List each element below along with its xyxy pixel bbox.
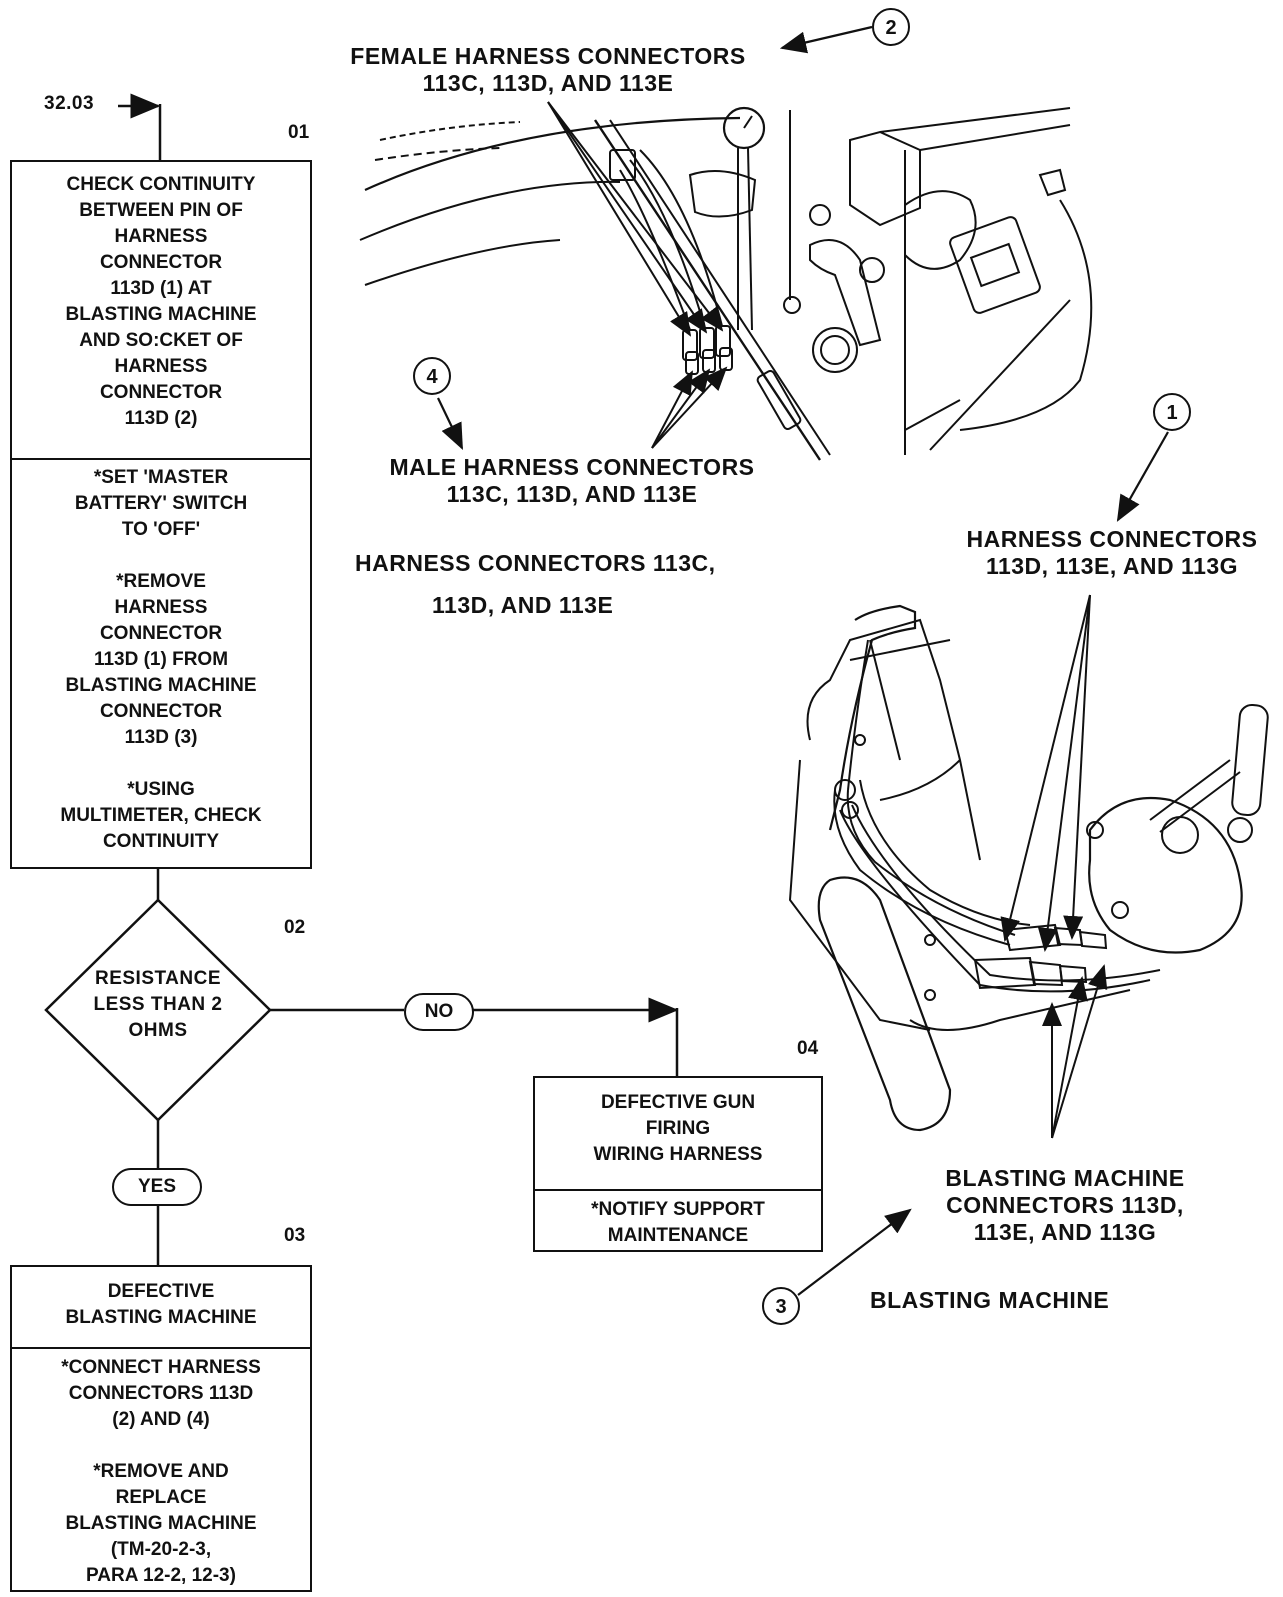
- entry-arrow: [118, 93, 162, 160]
- step-04-box: DEFECTIVE GUN FIRING WIRING HARNESS *NOT…: [533, 1076, 823, 1252]
- step-number-03: 03: [284, 1225, 306, 1246]
- blasting-machine-connectors-label: BLASTING MACHINE CONNECTORS 113D, 113E, …: [945, 1165, 1185, 1245]
- step-04-actions: *NOTIFY SUPPORT MAINTENANCE: [535, 1189, 821, 1253]
- step-03-actions: *CONNECT HARNESS CONNECTORS 113D (2) AND…: [12, 1347, 310, 1593]
- upper-caption-line2: 113D, AND 113E: [432, 592, 614, 618]
- blasting-machine-caption: BLASTING MACHINE: [870, 1287, 1110, 1313]
- step-03-box: DEFECTIVE BLASTING MACHINE *CONNECT HARN…: [10, 1265, 312, 1592]
- male-connectors-label: MALE HARNESS CONNECTORS 113C, 113D, AND …: [389, 454, 755, 507]
- entry-reference: 32.03: [44, 93, 95, 114]
- decision-text: RESISTANCE LESS THAN 2 OHMS: [93, 968, 223, 1041]
- callout-4: 4: [413, 357, 451, 395]
- female-connectors-label: FEMALE HARNESS CONNECTORS 113C, 113D, AN…: [350, 43, 746, 96]
- yes-label: YES: [112, 1168, 202, 1206]
- harness-connectors-label: HARNESS CONNECTORS 113D, 113E, AND 113G: [966, 526, 1258, 579]
- callout-1: 1: [1153, 393, 1191, 431]
- callout-3: 3: [762, 1287, 800, 1325]
- upper-caption-line1: HARNESS CONNECTORS 113C,: [355, 550, 716, 576]
- harness-connector-illustration: [359, 106, 1093, 461]
- no-label: NO: [404, 993, 474, 1031]
- step-number-02: 02: [284, 917, 306, 938]
- step-01-test: CHECK CONTINUITY BETWEEN PIN OF HARNESS …: [65, 174, 257, 429]
- callout-2: 2: [872, 8, 910, 46]
- step-03-result: DEFECTIVE BLASTING MACHINE: [65, 1281, 257, 1328]
- step-01-actions: *SET 'MASTER BATTERY' SWITCH TO 'OFF' *R…: [12, 458, 310, 859]
- step-number-04: 04: [797, 1038, 819, 1059]
- step-01-box: CHECK CONTINUITY BETWEEN PIN OF HARNESS …: [10, 160, 312, 869]
- step-04-result: DEFECTIVE GUN FIRING WIRING HARNESS: [593, 1092, 763, 1165]
- step-number-01: 01: [288, 122, 310, 143]
- blasting-machine-illustration: [788, 604, 1269, 1132]
